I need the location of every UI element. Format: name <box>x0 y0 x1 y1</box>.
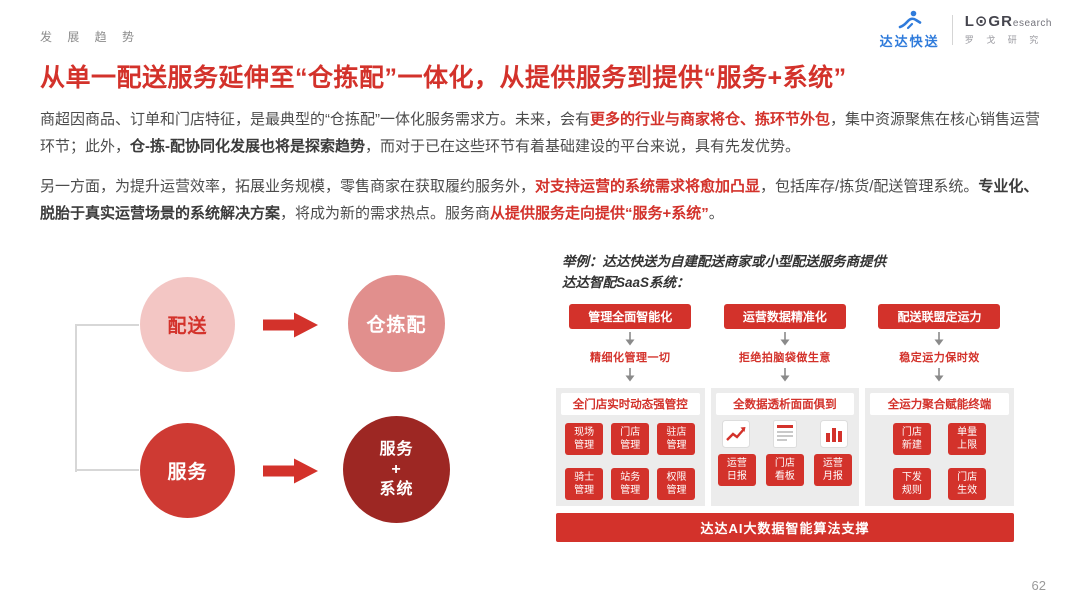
panel-title: 全运力聚合赋能终端 <box>870 392 1009 415</box>
column-caption: 精细化管理一切 <box>590 351 671 364</box>
bar-chart-icon <box>819 419 848 448</box>
circle-warehouse-pick-delivery: 仓拣配 <box>348 275 445 372</box>
bracket-line-top <box>75 324 139 326</box>
panel-title: 全数据透析面面俱到 <box>715 392 855 415</box>
logr-logo: L⊙GResearch 罗 戈 研 究 <box>964 12 1052 47</box>
logr-logo-text: L⊙GResearch <box>964 12 1052 31</box>
module-button: 权限管理 <box>657 467 696 500</box>
panel-title: 全门店实时动态强管控 <box>561 392 700 415</box>
saas-footer-bar: 达达AI大数据智能算法支撑 <box>556 512 1014 542</box>
page-number: 62 <box>1031 578 1046 593</box>
column-header-badge: 管理全面智能化 <box>569 303 692 329</box>
column-header-badge: 运营数据精准化 <box>723 303 846 329</box>
logo-area: 达达快送 L⊙GResearch 罗 戈 研 究 <box>880 10 1052 50</box>
panel-button-grid: 现场管理 门店管理 驻店管理 骑士管理 站务管理 权限管理 <box>561 422 700 500</box>
logr-main-text: L⊙GR <box>964 12 1013 30</box>
logr-sub-text: 罗 戈 研 究 <box>964 35 1044 46</box>
report-doc-icon <box>772 419 797 448</box>
circle-line: + <box>391 460 402 478</box>
module-button: 下发规则 <box>892 467 931 500</box>
circle-delivery: 配送 <box>140 277 235 372</box>
dada-logo-text: 达达快送 <box>879 34 940 49</box>
report-icons-row <box>721 419 848 448</box>
section-eyebrow: 发 展 趋 势 <box>40 30 141 44</box>
example-intro: 举例：达达快送为自建配送商家或小型配送服务商提供 达达智配SaaS系统： <box>556 252 1014 294</box>
down-arrow-icon <box>934 367 944 382</box>
example-intro-line2: 达达智配SaaS系统： <box>562 274 690 290</box>
body-text: 商超因商品、订单和门店特征，是最典型的“仓拣配”一体化服务需求方。未来，会有更多… <box>40 106 1048 227</box>
saas-column-management: 管理全面智能化 精细化管理一切 全门店实时动态强管控 现场管理 门店管理 驻店管… <box>556 303 705 506</box>
page-title: 从单一配送服务延伸至“仓拣配”一体化，从提供服务到提供“服务+系统” <box>40 64 847 92</box>
trend-chart-icon <box>721 419 750 448</box>
saas-column-capacity: 配送联盟定运力 稳定运力保时效 全运力聚合赋能终端 门店新建 单量上限 下发规则… <box>865 303 1014 506</box>
saas-column-data: 运营数据精准化 拒绝拍脑袋做生意 全数据透析面面俱到 <box>710 303 860 506</box>
bracket-line-vertical <box>75 325 77 472</box>
panel-button-row: 运营日报 门店看板 运营月报 <box>717 453 852 486</box>
right-arrow-icon <box>263 312 318 338</box>
module-button: 门店看板 <box>765 453 804 486</box>
transition-diagram: 配送 仓拣配 服务 服务 + 系统 <box>40 255 530 555</box>
module-button: 门店生效 <box>948 467 987 500</box>
dada-logo: 达达快送 <box>880 10 940 50</box>
module-button: 骑士管理 <box>565 467 604 500</box>
down-arrow-icon <box>780 367 790 382</box>
example-intro-line1: 举例：达达快送为自建配送商家或小型配送服务商提供 <box>562 254 886 269</box>
logo-divider <box>951 15 953 45</box>
down-arrow-icon <box>780 331 790 346</box>
circle-service: 服务 <box>140 423 235 518</box>
saas-columns: 管理全面智能化 精细化管理一切 全门店实时动态强管控 现场管理 门店管理 驻店管… <box>556 303 1014 506</box>
module-button: 运营月报 <box>813 453 852 486</box>
module-button: 单量上限 <box>948 422 987 455</box>
saas-diagram: 举例：达达快送为自建配送商家或小型配送服务商提供 达达智配SaaS系统： 管理全… <box>556 252 1014 542</box>
dada-runner-icon <box>898 10 921 30</box>
panel-data-insight: 全数据透析面面俱到 <box>710 387 860 506</box>
panel-button-grid: 门店新建 单量上限 下发规则 门店生效 <box>870 422 1009 500</box>
module-button: 门店管理 <box>611 422 650 455</box>
paragraph-1: 商超因商品、订单和门店特征，是最典型的“仓拣配”一体化服务需求方。未来，会有更多… <box>40 111 1041 155</box>
column-caption: 稳定运力保时效 <box>899 351 980 364</box>
column-header-badge: 配送联盟定运力 <box>878 303 1001 329</box>
module-button: 运营日报 <box>717 453 756 486</box>
module-button: 现场管理 <box>565 422 604 455</box>
column-caption: 拒绝拍脑袋做生意 <box>738 351 831 364</box>
right-arrow-icon <box>263 458 318 484</box>
down-arrow-icon <box>934 331 944 346</box>
module-button: 站务管理 <box>611 467 650 500</box>
module-button: 门店新建 <box>892 422 931 455</box>
circle-line: 服务 <box>379 440 414 458</box>
circle-service-plus-system: 服务 + 系统 <box>343 416 450 523</box>
panel-store-control: 全门店实时动态强管控 现场管理 门店管理 驻店管理 骑士管理 站务管理 权限管理 <box>556 387 705 506</box>
circle-line: 系统 <box>379 480 414 498</box>
down-arrow-icon <box>625 331 635 346</box>
panel-capacity: 全运力聚合赋能终端 门店新建 单量上限 下发规则 门店生效 <box>865 387 1014 506</box>
down-arrow-icon <box>625 367 635 382</box>
bracket-line-bottom <box>75 469 139 471</box>
paragraph-2: 另一方面，为提升运营效率，拓展业务规模，零售商家在获取履约服务外，对支持运营的系… <box>40 178 1039 222</box>
logr-rest-text: esearch <box>1012 17 1052 29</box>
module-button: 驻店管理 <box>657 422 696 455</box>
